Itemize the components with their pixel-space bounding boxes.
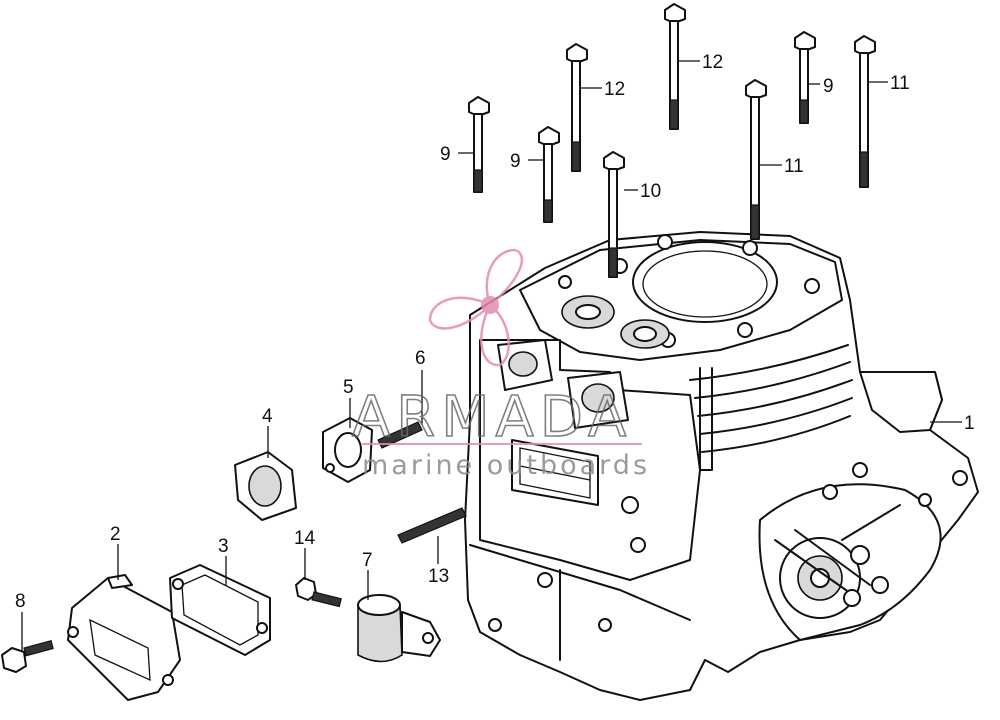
clamp-7 bbox=[357, 594, 441, 663]
callout-13: 13 bbox=[428, 566, 449, 587]
callout-12-right: 12 bbox=[702, 52, 723, 73]
gasket-3 bbox=[169, 564, 271, 656]
watermark: ARMADA marine outboards bbox=[351, 248, 650, 481]
callout-9-middle: 9 bbox=[510, 151, 521, 172]
bolt-14 bbox=[295, 577, 342, 608]
stud-6 bbox=[377, 421, 423, 449]
callout-12-left: 12 bbox=[604, 79, 625, 100]
gasket-5 bbox=[322, 417, 373, 483]
bolt-12-right bbox=[664, 3, 686, 130]
watermark-tagline: marine outboards bbox=[362, 450, 650, 481]
bolt-8 bbox=[1, 640, 54, 673]
callout-labels: 1 2 3 4 5 6 7 8 9 9 9 10 11 11 12 12 13 … bbox=[15, 52, 975, 612]
callout-6: 6 bbox=[415, 348, 426, 369]
bolt-11-right bbox=[854, 35, 876, 188]
callout-11-right: 11 bbox=[890, 73, 910, 94]
propeller-blade-bottom bbox=[480, 303, 510, 367]
bolt-12-left bbox=[566, 43, 588, 172]
callout-14: 14 bbox=[294, 528, 316, 549]
propeller-blade-top bbox=[485, 248, 524, 308]
callout-9-left: 9 bbox=[440, 144, 451, 165]
callout-7: 7 bbox=[362, 550, 373, 571]
watermark-brand: ARMADA bbox=[352, 385, 632, 450]
callout-4: 4 bbox=[262, 406, 273, 427]
callout-8: 8 bbox=[15, 591, 26, 612]
bolt-9-left bbox=[468, 96, 490, 193]
callout-9-right: 9 bbox=[823, 76, 834, 97]
bolt-9-middle bbox=[538, 126, 560, 223]
callout-5: 5 bbox=[343, 377, 354, 398]
propeller-hub bbox=[481, 296, 499, 314]
stud-13 bbox=[397, 507, 467, 544]
bolt-11-middle bbox=[745, 79, 767, 240]
callout-3: 3 bbox=[218, 536, 229, 557]
bolt-10 bbox=[603, 151, 625, 278]
propeller-logo bbox=[428, 248, 524, 367]
cylinder-block bbox=[464, 231, 979, 701]
bolt-9-right bbox=[794, 31, 816, 124]
callout-2: 2 bbox=[110, 524, 121, 545]
callout-11-middle: 11 bbox=[784, 156, 804, 177]
callout-1: 1 bbox=[964, 413, 975, 434]
leader-lines bbox=[21, 60, 962, 652]
callout-10: 10 bbox=[640, 181, 661, 202]
propeller-blade-left bbox=[428, 296, 493, 330]
spacer-4 bbox=[234, 451, 297, 521]
gasket-2 bbox=[67, 574, 181, 701]
